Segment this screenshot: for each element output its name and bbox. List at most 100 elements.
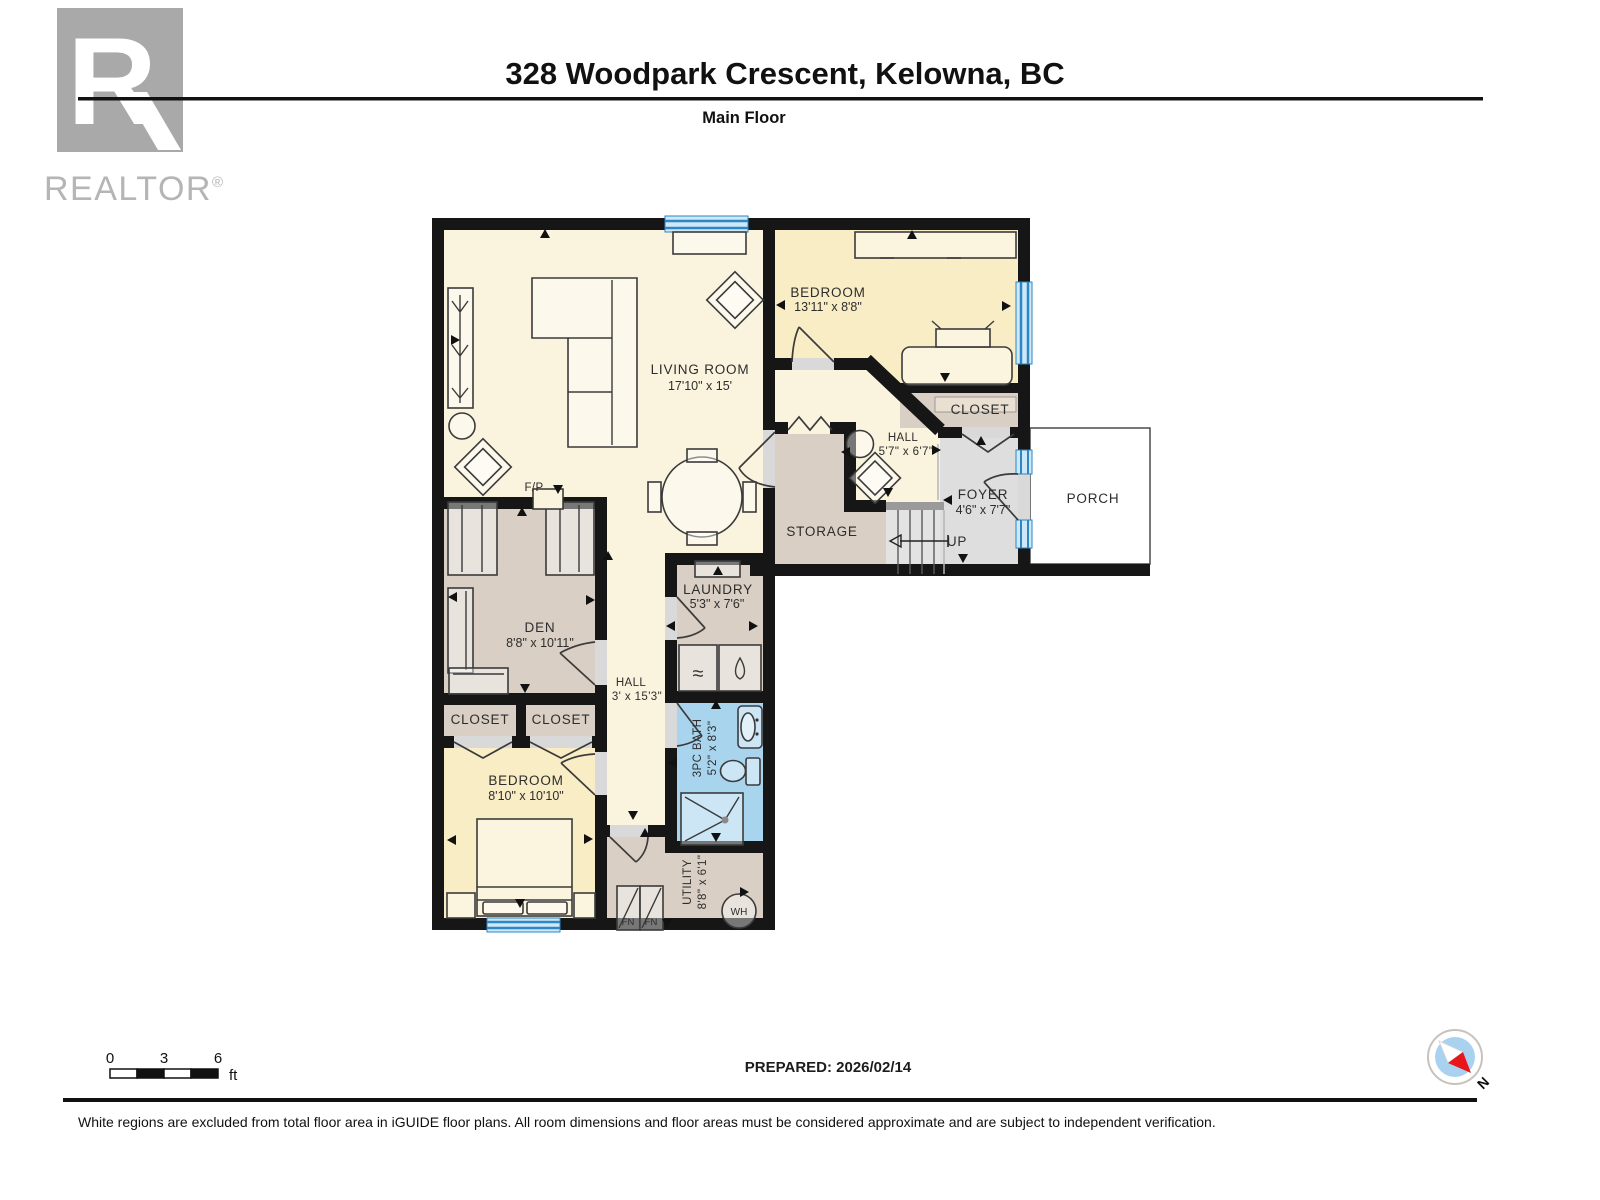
window-foyer-upper [1015, 449, 1033, 475]
bedroom-upper-label: BEDROOM [790, 285, 865, 300]
furnace-right [639, 885, 664, 931]
scale-tick-0: 0 [106, 1050, 114, 1067]
porch-floor [1029, 427, 1151, 565]
scale-tick-3: 3 [160, 1050, 168, 1067]
sideboard-plant [447, 287, 474, 409]
hall-upper-label: HALL [888, 432, 919, 444]
windows [486, 215, 1033, 933]
fireplace [532, 488, 564, 510]
bedroom-lower-label: BEDROOM [488, 773, 563, 788]
sectional-sofa [531, 277, 638, 448]
living-room-dims: 17'10" x 15' [668, 379, 732, 393]
porch-label: PORCH [1067, 491, 1120, 506]
den-dims: 8'8" x 10'11" [506, 636, 574, 650]
realtor-wordmark: REALTOR® [44, 170, 225, 208]
hall-lower-label: HALL [616, 677, 647, 689]
hall-lower-dims: 3' x 15'3" [612, 691, 662, 703]
door-living-hall [738, 431, 776, 488]
bedroom-upper-dims: 13'11" x 8'8" [794, 300, 862, 314]
laundry-label: LAUNDRY [683, 582, 753, 597]
floor-subtitle: Main Floor [702, 109, 786, 127]
bedroom-lower-dims: 8'10" x 10'10" [488, 789, 564, 803]
foyer-label: FOYER [958, 487, 1009, 502]
furnace-right-label: FN [645, 917, 658, 928]
dryer [718, 644, 762, 692]
door-bedroom-lower [560, 753, 596, 796]
dresser-upper-bedroom [854, 231, 1017, 259]
svg-text:≈: ≈ [693, 663, 704, 685]
door-utility [609, 836, 649, 863]
den-label: DEN [525, 620, 556, 635]
desk-upper-bedroom [901, 320, 1013, 386]
storage-label: STORAGE [786, 524, 857, 539]
washer: ≈ [678, 644, 718, 692]
door-bath [676, 702, 703, 747]
nightstand-right [573, 892, 596, 919]
bath-label: 3PC BATH [692, 719, 704, 778]
scale-unit: ft [229, 1067, 238, 1084]
scale-bar: 0 3 6 ft [106, 1050, 238, 1084]
water-heater-label: WH [731, 907, 748, 918]
door-bedroom-upper [791, 326, 835, 363]
direction-markers [447, 229, 1011, 928]
bath-dims: 5'2" x 8'3" [707, 721, 719, 776]
bedroom-upper-floor [775, 230, 1018, 395]
door-laundry [676, 596, 706, 639]
utility-dims: 8'8" x 6'1" [697, 855, 709, 910]
prepared-date: PREPARED: 2026/02/14 [745, 1059, 912, 1076]
storage-floor [768, 434, 886, 576]
furniture: ≈ [446, 231, 1017, 931]
closet-entry-shelf [934, 396, 1017, 413]
stairs-up-arrow [888, 533, 949, 549]
den-shelf-right [545, 501, 595, 576]
fireplace-label: F/P [524, 482, 543, 494]
closet-den-right-label: CLOSET [532, 712, 591, 727]
furnace-left-label: FN [622, 917, 635, 928]
staircase [888, 510, 949, 574]
den-shelf-left [447, 501, 498, 576]
bed [476, 818, 573, 917]
window-foyer-lower [1015, 519, 1033, 549]
water-heater [721, 893, 757, 929]
door-storage-bifold [787, 415, 833, 432]
window-bedroom-lower [486, 917, 561, 933]
window-living-top [664, 215, 749, 233]
room-labels: LIVING ROOM 17'10" x 15' BEDROOM 13'11" … [451, 285, 1120, 928]
laundry-dims: 5'3" x 7'6" [690, 597, 745, 611]
bath-floor [671, 697, 763, 845]
footer-rule [63, 1098, 1477, 1102]
utility-label: UTILITY [682, 859, 694, 905]
dining-table [647, 448, 757, 546]
closet-entry-label: CLOSET [951, 402, 1010, 417]
compass-north-label: N [1474, 1074, 1492, 1092]
console-table [672, 231, 747, 255]
realtor-logo-letter: R [67, 13, 157, 151]
door-front-entry [983, 473, 1019, 521]
plant-pot [448, 412, 476, 440]
window-bedroom-right [1015, 281, 1033, 365]
stairs-up-label: UP [947, 534, 967, 549]
bath-sink [737, 705, 763, 749]
scale-tick-6: 6 [214, 1050, 222, 1067]
header-rule [78, 97, 1483, 101]
closet-den-left-label: CLOSET [451, 712, 510, 727]
living-room-label: LIVING ROOM [651, 362, 750, 377]
compass: N [1427, 1029, 1492, 1092]
footer-disclaimer: White regions are excluded from total fl… [78, 1114, 1216, 1130]
door-closet-entry [961, 433, 1015, 454]
walls [432, 218, 1150, 930]
realtor-logo-leg [124, 92, 181, 150]
page-title: 328 Woodpark Crescent, Kelowna, BC [505, 56, 1064, 91]
hall-round-chair [845, 429, 875, 459]
hall-upper-dims: 5'7" x 6'7" [879, 446, 934, 458]
shower [680, 792, 744, 846]
door-closet-den-left [453, 741, 513, 759]
armchair-living-right [705, 270, 765, 330]
realtor-logo: R REALTOR® [44, 8, 225, 208]
den-desk [447, 587, 509, 695]
toilet [719, 757, 761, 786]
nightstand-left [446, 892, 476, 919]
armchair-living-left [453, 437, 513, 497]
